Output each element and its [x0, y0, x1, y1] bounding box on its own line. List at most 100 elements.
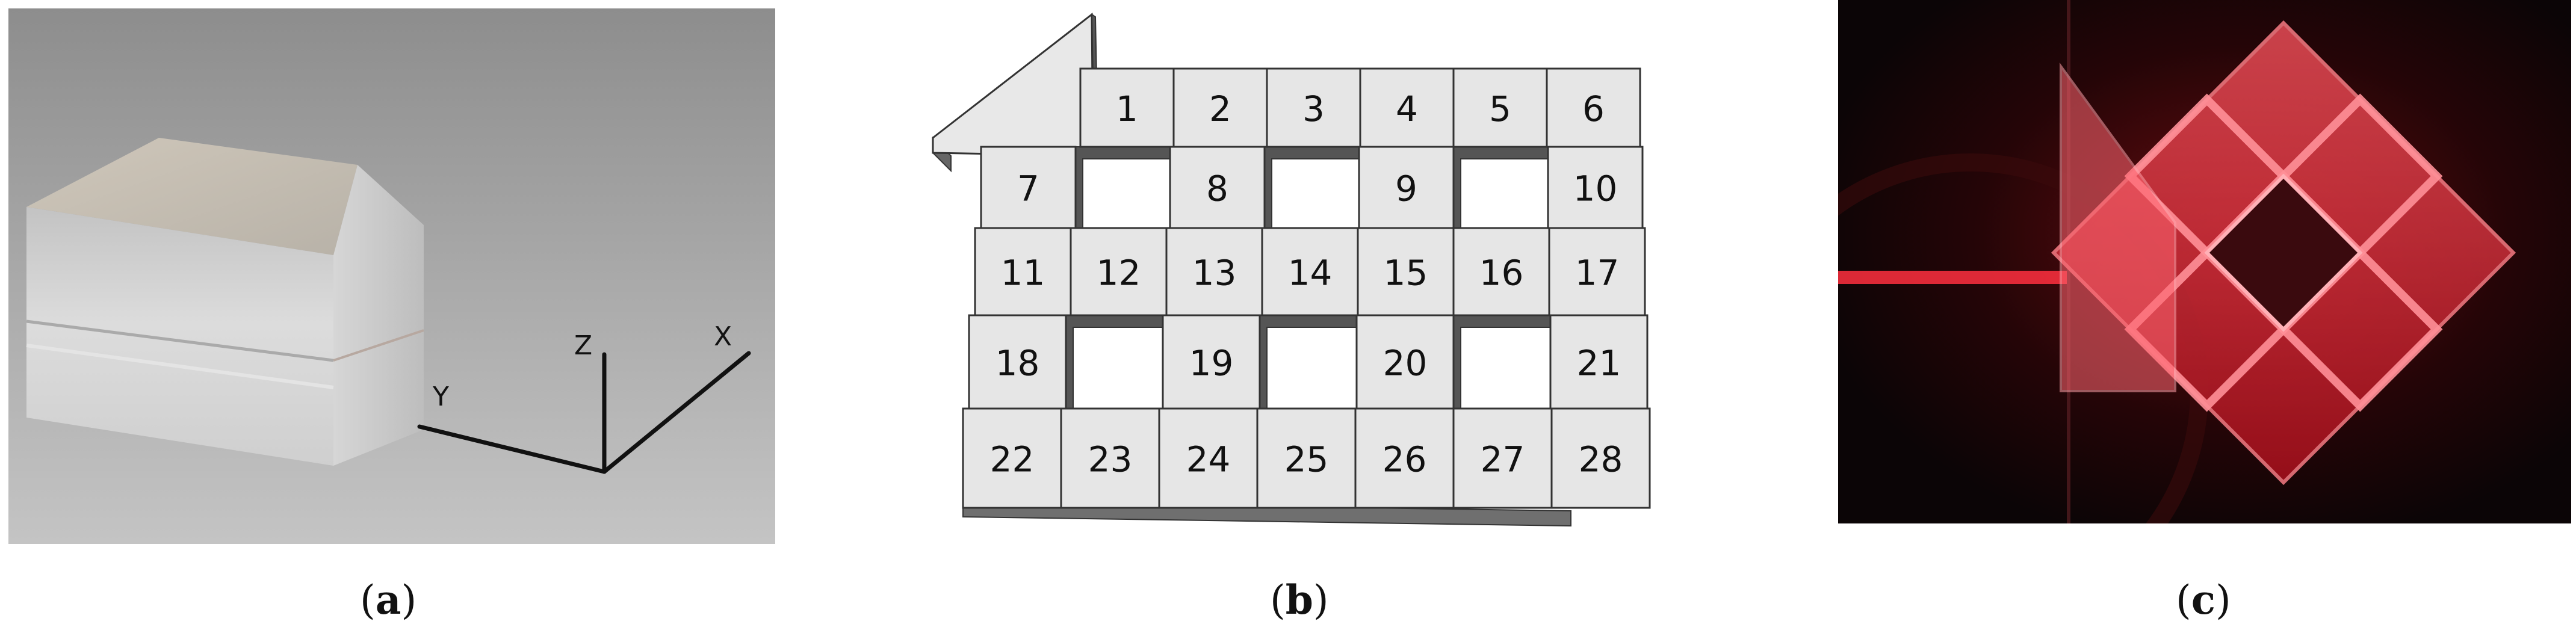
panel-a-photo: Z Y X: [8, 8, 775, 544]
grid-cell: 2: [1172, 67, 1268, 148]
cube-front-face: [26, 207, 333, 466]
grid-cell: 9: [1358, 146, 1455, 229]
cube-top-face: [26, 138, 358, 255]
grid-cell-label: 16: [1479, 253, 1524, 294]
grid-cell-box: [1452, 407, 1553, 509]
grid-cell-label: 24: [1186, 439, 1231, 480]
grid-cell: 3: [1266, 67, 1361, 148]
grid-cell: 7: [980, 146, 1077, 229]
grid-cell: 13: [1165, 227, 1263, 316]
grid-cell-label: 4: [1396, 88, 1418, 129]
prism-triangle: [2060, 62, 2176, 392]
grid-cell-label: 13: [1192, 253, 1237, 294]
grid-cell: 19: [1162, 314, 1261, 410]
grid-cell-label: 22: [990, 439, 1035, 480]
caption-b: (b): [1270, 576, 1329, 623]
x-axis: [602, 351, 751, 474]
grid-cell: 5: [1452, 67, 1548, 148]
grid-hole-wall: [1065, 315, 1163, 409]
cube-side-face: [333, 165, 424, 466]
grid-cell-box: [1162, 314, 1261, 410]
grid-cell: 17: [1548, 227, 1646, 316]
grid-cell-box: [1358, 146, 1455, 229]
grid-cell-label: 2: [1209, 88, 1231, 129]
grid-cell-box: [974, 227, 1072, 316]
grid-cell-box: [1452, 67, 1548, 148]
grid-cell: 27: [1452, 407, 1553, 509]
axes: [417, 351, 751, 474]
grid-cell: 14: [1261, 227, 1359, 316]
grid-cell-label: 21: [1577, 343, 1621, 384]
panel-c-laser-photo: [1733, 0, 2571, 629]
grid-cell-label: 5: [1489, 88, 1511, 129]
grid-cell: 11: [974, 227, 1072, 316]
grid-cell-box: [1354, 407, 1455, 509]
grid-cell: 23: [1060, 407, 1160, 509]
grid-cell: 25: [1256, 407, 1357, 509]
grid-cell-label: 23: [1088, 439, 1133, 480]
grid-cell-label: 20: [1383, 343, 1428, 384]
grid-cell-label: 25: [1284, 439, 1329, 480]
grid-cell-box: [1169, 146, 1266, 229]
grid-cell-label: 26: [1382, 439, 1427, 480]
grid-cell: 12: [1070, 227, 1168, 316]
grid-cell: 24: [1158, 407, 1259, 509]
y-axis-label: Y: [432, 381, 449, 412]
grid-cell: 20: [1355, 314, 1455, 410]
prism-cube-photo: Z Y X: [8, 8, 775, 544]
grid-cell-box: [1357, 227, 1455, 316]
grid-cell-label: 1: [1116, 88, 1138, 129]
y-axis: [417, 424, 607, 474]
grid-cell-label: 9: [1395, 168, 1417, 209]
grid-cell-box: [1549, 314, 1649, 410]
grid-cell-box: [1261, 227, 1359, 316]
grid-cell-label: 10: [1573, 168, 1618, 209]
grid-hole-wall: [1453, 146, 1549, 229]
grid-cell-label: 28: [1579, 439, 1623, 480]
grid-cell: 15: [1357, 227, 1455, 316]
grid-cell-box: [1550, 407, 1651, 509]
grid-cell: 28: [1550, 407, 1651, 509]
grid-cell-label: 8: [1206, 168, 1228, 209]
grid-cell-box: [1546, 67, 1641, 148]
laser-prism-photo: [1733, 0, 2571, 629]
grid-cell-box: [962, 407, 1062, 509]
grid-hole-wall: [1453, 315, 1551, 409]
grid-cell: 21: [1549, 314, 1649, 410]
grid-cell-label: 6: [1582, 88, 1605, 129]
grid-cell: 18: [968, 314, 1067, 410]
grid-cell-box: [1355, 314, 1455, 410]
grid-hole-wall: [1264, 146, 1360, 229]
grid-cell-box: [1070, 227, 1168, 316]
caption-c: (c): [2176, 576, 2231, 623]
grid-cell-box: [1548, 227, 1646, 316]
caption-letter-b: b: [1285, 576, 1313, 623]
grid-cell-label: 18: [995, 343, 1040, 384]
grid-cell-label: 7: [1017, 168, 1039, 209]
grid-cell-label: 17: [1575, 253, 1620, 294]
grid-cell-box: [1256, 407, 1357, 509]
grid-cell-label: 3: [1302, 88, 1325, 129]
grid-cell-label: 27: [1481, 439, 1525, 480]
grid-cell-box: [1079, 67, 1175, 148]
grid-cell: 6: [1546, 67, 1641, 148]
x-axis-label: X: [714, 321, 732, 352]
grid-cell-box: [968, 314, 1067, 410]
grid-cell: 26: [1354, 407, 1455, 509]
caption-letter-c: c: [2191, 576, 2215, 623]
grid-cell: 22: [962, 407, 1062, 509]
caption-letter-a: a: [375, 576, 401, 623]
grid-hole-wall: [1075, 146, 1171, 229]
flag-triangle: [932, 12, 1094, 157]
grid-cell-label: 14: [1288, 253, 1333, 294]
caption-a: (a): [360, 576, 417, 623]
grid-cell: 8: [1169, 146, 1266, 229]
grid-cell-label: 11: [1001, 253, 1045, 294]
grid-cell-box: [1165, 227, 1263, 316]
grid-cell-label: 12: [1097, 253, 1141, 294]
grid-cell-label: 15: [1384, 253, 1428, 294]
grid-cell: 10: [1547, 146, 1644, 229]
grid-cell-box: [1547, 146, 1644, 229]
